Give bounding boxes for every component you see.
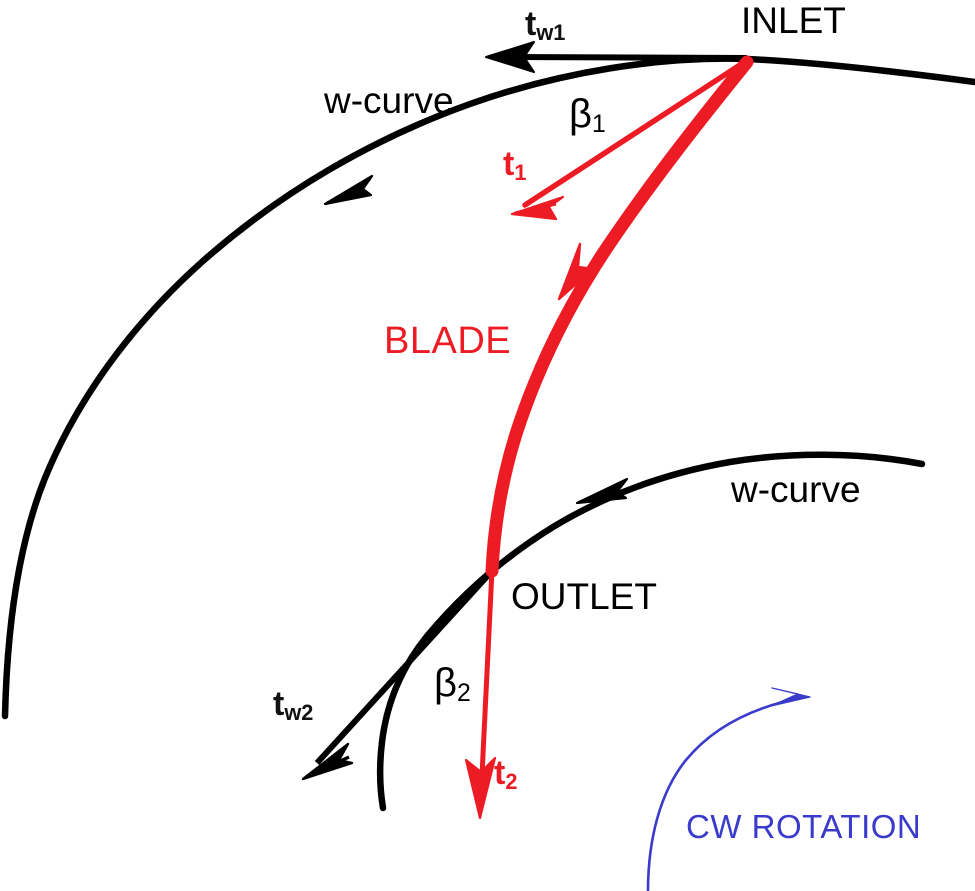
- blade-curve-group: [485, 55, 754, 578]
- t-2-symbol: t: [494, 754, 506, 792]
- rotation-arrow-group: [646, 687, 811, 891]
- t-w2-subscript: w2: [284, 700, 314, 726]
- t-1-label: t1: [503, 145, 526, 184]
- blade-label: BLADE: [384, 320, 512, 362]
- vector-t-1: [510, 58, 749, 221]
- beta1-label: β1: [569, 92, 606, 137]
- blade-curve-upper: [485, 55, 754, 578]
- vector-t-w2: [301, 568, 495, 781]
- rotation-arrowhead: [770, 687, 811, 707]
- beta1-subscript: 1: [592, 111, 606, 139]
- cw-rotation-label: CW ROTATION: [686, 808, 922, 845]
- t-2-subscript: 2: [505, 769, 518, 795]
- beta2-symbol: β: [434, 661, 458, 705]
- beta1-symbol: β: [569, 92, 593, 136]
- inlet-label: INLET: [741, 0, 846, 41]
- t-2-label: t2: [494, 754, 517, 793]
- t-w2-symbol: t: [273, 685, 285, 723]
- outlet-label: OUTLET: [511, 576, 657, 617]
- t-1-subscript: 1: [514, 160, 527, 186]
- w-curve-upper-label: w-curve: [324, 80, 454, 121]
- vector-t-w1: [485, 41, 748, 73]
- vector-t-2: [464, 569, 497, 820]
- t-w1-symbol: t: [525, 5, 537, 43]
- t-w1-label: tw1: [525, 5, 565, 44]
- blade-arrowhead: [557, 242, 595, 301]
- w-curve-lower-path: [376, 451, 926, 812]
- t-w2-label: tw2: [273, 685, 313, 724]
- w-curve-upper-arrowhead: [323, 174, 374, 206]
- t-1-symbol: t: [503, 145, 515, 183]
- w-curve-lower-group: [376, 451, 926, 812]
- beta2-subscript: 2: [457, 680, 471, 708]
- rotation-arrow-path: [646, 696, 802, 891]
- w-curve-upper-path: [1, 55, 975, 720]
- w-curve-lower-arrowhead: [575, 477, 629, 505]
- w-curve-lower-label: w-curve: [731, 469, 861, 510]
- beta2-label: β2: [434, 661, 471, 706]
- t-w1-subscript: w1: [536, 20, 566, 46]
- w-curve-upper-group: [1, 55, 975, 720]
